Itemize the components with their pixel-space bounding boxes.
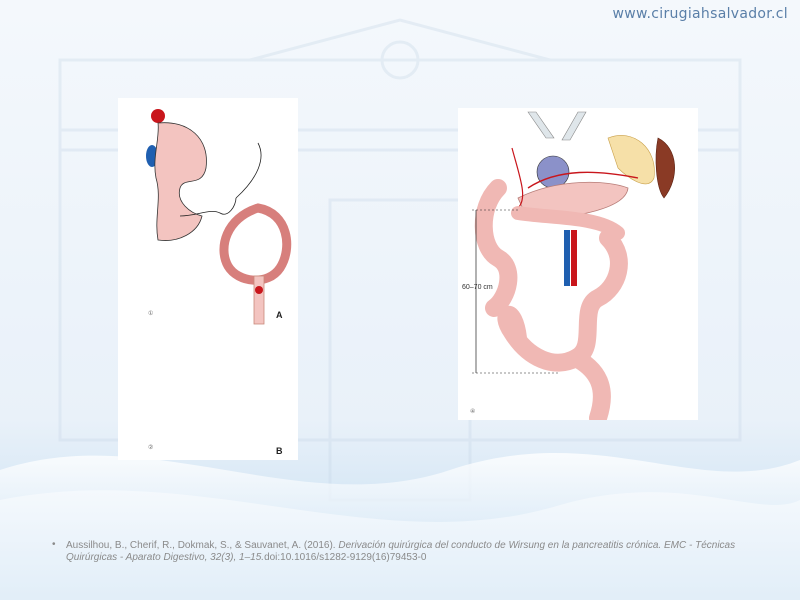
roux-loop-svg [472, 111, 675, 427]
suture-line-a [179, 197, 237, 217]
reference-title: Derivación quirúrgica del conducto de Wi… [66, 540, 736, 563]
spleen [655, 137, 675, 199]
intestine-loop-1 [474, 179, 518, 317]
panel-label-b: B [276, 446, 283, 456]
pancreas-diagram-svg [146, 109, 292, 325]
reference-citation: Aussilhou, B., Cherif, R., Dokmak, S., &… [66, 540, 776, 564]
panel-label-a: A [276, 310, 283, 320]
artery-dot [151, 109, 165, 123]
mesenteric-artery [571, 230, 577, 286]
pancreas-head-a [154, 122, 207, 241]
stomach-remnant [536, 155, 570, 189]
site-url[interactable]: www.cirugiahsalvador.cl [612, 6, 788, 22]
portal-vein [564, 230, 570, 286]
panel-mark-4: ④ [470, 409, 476, 415]
reference-authors: Aussilhou, B., Cherif, R., Dokmak, S., &… [66, 540, 339, 551]
reference-bullet: • [52, 539, 56, 550]
figure-left-pancreas-diagram: ① A ② B [118, 98, 298, 460]
jejunal-loop-a [219, 203, 292, 285]
reference-doi[interactable]: doi:10.1016/s1282-9129(16)79453-0 [264, 552, 427, 563]
measure-label: 60–70 cm [462, 284, 493, 291]
panel-mark-2: ② [148, 445, 154, 451]
panel-mark-1: ① [148, 311, 154, 317]
figure-right-roux-loop-diagram: 60–70 cm ④ [458, 108, 698, 427]
intestine-loop-2 [497, 229, 628, 372]
